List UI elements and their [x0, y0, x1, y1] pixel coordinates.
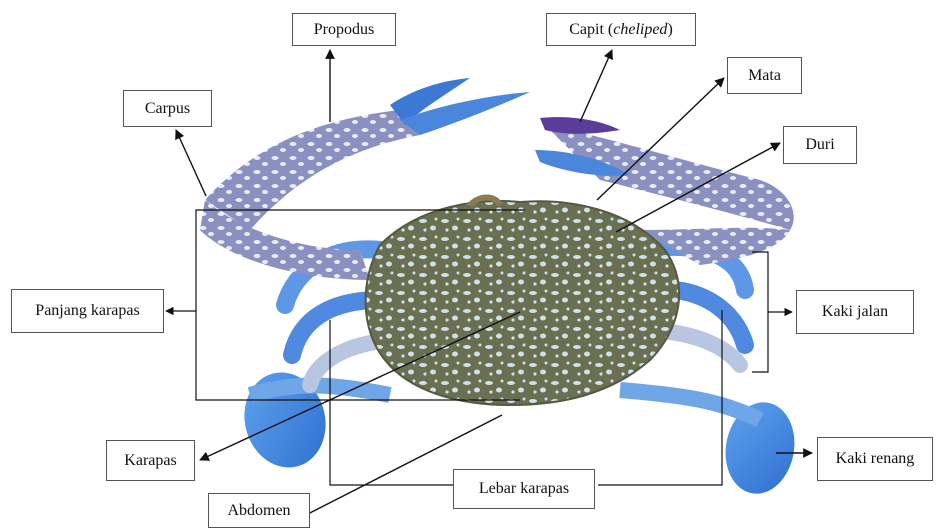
kaki-jalan-text: Kaki jalan: [822, 303, 888, 321]
capit-arrow: [580, 50, 612, 122]
duri-label: Duri: [783, 126, 857, 164]
karapas-label: Karapas: [106, 440, 195, 481]
panjang-karapas-text: Panjang karapas: [35, 302, 139, 320]
kaki-jalan-label: Kaki jalan: [796, 290, 914, 334]
mata-text: Mata: [748, 67, 781, 85]
propodus-label: Propodus: [292, 13, 396, 46]
carpus-text: Carpus: [145, 100, 190, 118]
capit-label: Capit (cheliped): [546, 13, 696, 46]
abdomen-label: Abdomen: [208, 493, 310, 528]
abdomen-text: Abdomen: [227, 502, 290, 520]
carpus-label: Carpus: [123, 90, 212, 127]
left-cheliped: [205, 110, 420, 230]
propodus-text: Propodus: [314, 21, 374, 39]
kaki-renang-text: Kaki renang: [836, 450, 915, 468]
lebar-karapas-label: Lebar karapas: [453, 469, 595, 509]
lebar-karapas-text: Lebar karapas: [479, 480, 569, 498]
capit-text: Capit (cheliped): [569, 21, 673, 39]
duri-text: Duri: [805, 136, 834, 154]
panjang-karapas-label: Panjang karapas: [11, 289, 164, 333]
mata-label: Mata: [727, 57, 802, 94]
karapas-text: Karapas: [124, 452, 176, 470]
crab-illustration: [200, 78, 801, 499]
kaki-jalan-bracket: [752, 252, 768, 372]
carapace-shape: [366, 201, 680, 405]
carpus-arrow: [176, 130, 206, 196]
kaki-renang-label: Kaki renang: [817, 437, 933, 481]
